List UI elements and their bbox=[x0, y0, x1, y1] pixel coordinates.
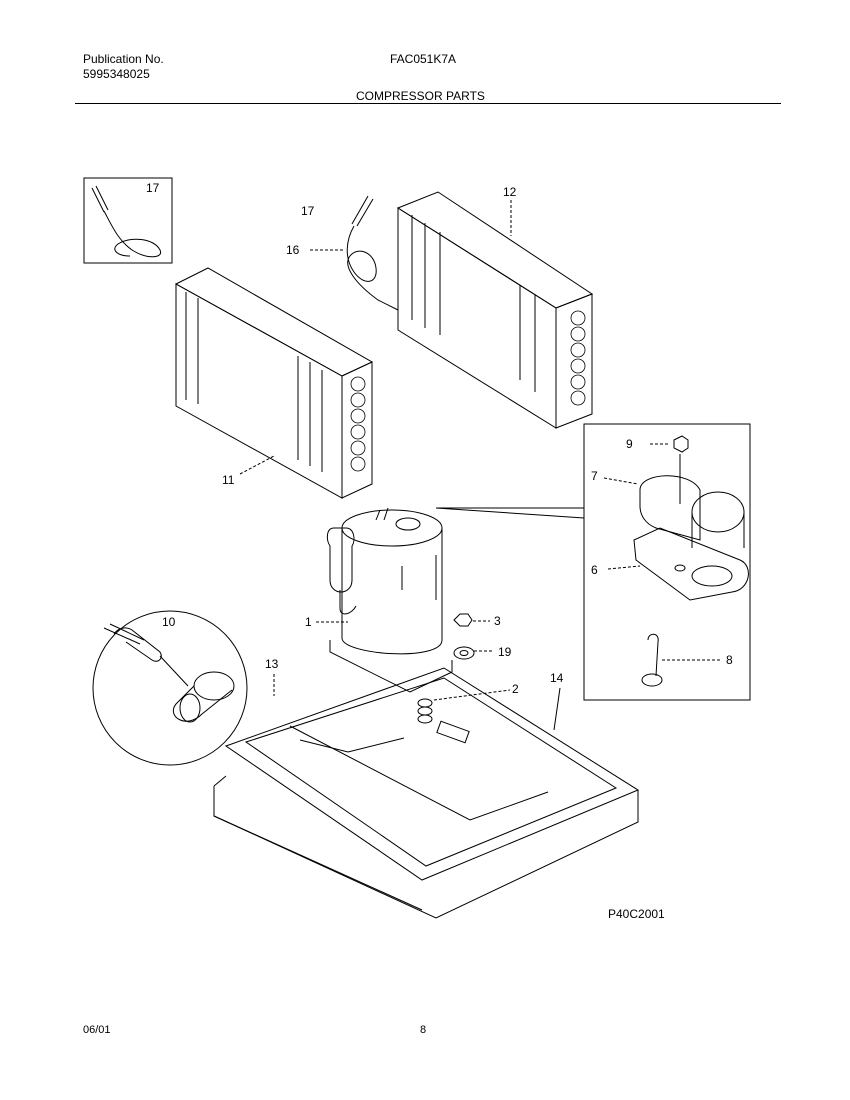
callout-3: 3 bbox=[494, 614, 501, 628]
figure-code: P40C2001 bbox=[608, 907, 665, 921]
callout-7: 7 bbox=[591, 469, 598, 483]
callout-8: 8 bbox=[726, 653, 733, 667]
callout-11: 11 bbox=[222, 473, 235, 487]
callout-1: 1 bbox=[305, 615, 312, 629]
callout-2: 2 bbox=[512, 682, 519, 696]
callout-6: 6 bbox=[591, 563, 598, 577]
callout-13: 13 bbox=[265, 657, 279, 671]
callout-14: 14 bbox=[550, 671, 564, 685]
coil-11-icon bbox=[174, 267, 374, 499]
callout-19: 19 bbox=[498, 645, 512, 659]
coil-12-icon bbox=[396, 191, 594, 429]
callout-12: 12 bbox=[503, 185, 517, 199]
inset-circle-overload bbox=[92, 610, 248, 766]
publication-label: Publication No. bbox=[83, 52, 164, 66]
inset-box-mount bbox=[583, 423, 751, 701]
footer-date: 06/01 bbox=[83, 1024, 111, 1036]
callout-17-inset: 17 bbox=[146, 181, 160, 195]
section-title: COMPRESSOR PARTS bbox=[356, 89, 485, 103]
inset-box-sensor bbox=[83, 177, 173, 264]
compressor-icon bbox=[316, 507, 585, 693]
callout-9: 9 bbox=[626, 437, 633, 451]
washer-19-icon bbox=[453, 646, 494, 660]
publication-number: 5995348025 bbox=[83, 67, 150, 81]
footer-page-number: 8 bbox=[420, 1024, 427, 1036]
sensor-bulb-icon bbox=[310, 195, 399, 311]
grommet-2-icon bbox=[417, 689, 511, 724]
callout-16: 16 bbox=[286, 243, 300, 257]
callout-10: 10 bbox=[162, 615, 176, 629]
callout-17: 17 bbox=[301, 204, 315, 218]
header-rule bbox=[75, 103, 781, 104]
nut-3-icon bbox=[453, 613, 490, 627]
model-number: FAC051K7A bbox=[390, 52, 457, 66]
base-pan-icon bbox=[213, 667, 640, 919]
